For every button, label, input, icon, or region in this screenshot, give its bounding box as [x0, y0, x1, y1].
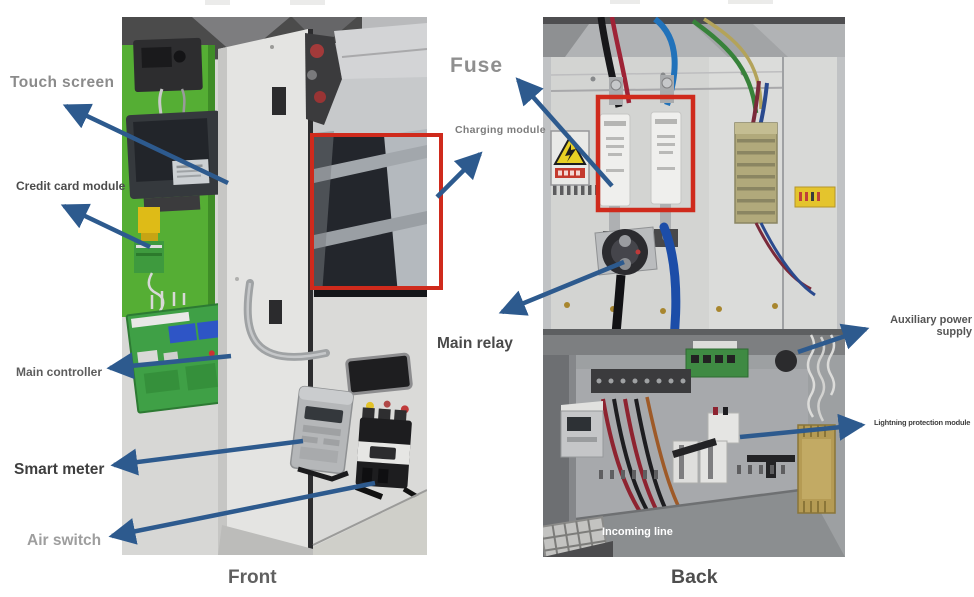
air-switch-device — [355, 400, 412, 489]
label-main-controller: Main controller — [16, 365, 103, 379]
camera-unit — [133, 37, 203, 93]
caption-front: Front — [228, 567, 277, 588]
wire-duct — [797, 424, 836, 514]
label-auxiliary-power-supply: Auxiliary power supply — [890, 314, 972, 339]
label-lightning-protection-module: Lightning protection module — [874, 418, 971, 427]
display-window — [345, 352, 413, 396]
label-main-relay: Main relay — [437, 335, 513, 352]
charging-module-bay — [314, 129, 427, 297]
yellow-label-sticker — [794, 186, 836, 208]
main-relay-device — [594, 226, 658, 276]
arrow-charging-module — [435, 151, 483, 199]
label-air-switch: Air switch — [27, 532, 102, 549]
smart-meter-device — [289, 385, 354, 475]
back-cabinet-photo — [543, 17, 845, 557]
lower-meter-box — [560, 401, 604, 458]
label-fuse: Fuse — [450, 54, 504, 77]
cabinet-door — [218, 29, 313, 555]
caption-back: Back — [671, 566, 718, 588]
label-charging-module: Charging module — [455, 124, 546, 136]
touch-screen-device — [125, 110, 224, 200]
control-terminal-block — [685, 341, 749, 378]
terminal-blocks — [734, 122, 778, 224]
label-credit-card-module: Credit card module — [16, 179, 126, 193]
label-smart-meter: Smart meter — [14, 461, 105, 478]
front-cabinet-photo — [122, 17, 427, 555]
electric-hazard-warning-icon — [550, 130, 590, 186]
label-touch-screen: Touch screen — [10, 74, 115, 91]
label-incoming-line: Incoming line — [602, 526, 673, 538]
